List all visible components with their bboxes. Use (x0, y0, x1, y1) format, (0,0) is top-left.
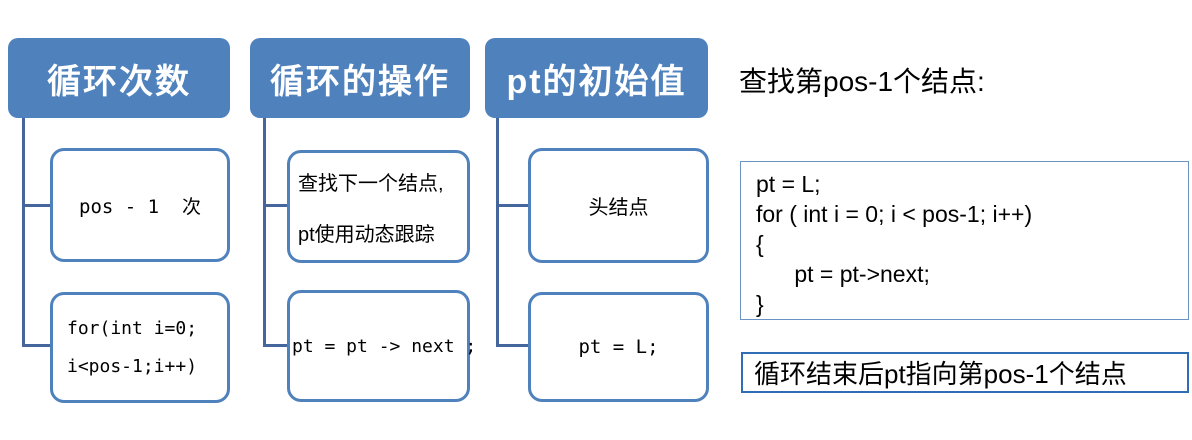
box-text: pos - 1 次 (79, 195, 201, 218)
box-pos-minus-1-times: pos - 1 次 (50, 148, 230, 262)
column-header-loop-operation: 循环的操作 (250, 38, 470, 118)
connector-branch-1-2 (22, 344, 52, 347)
code-line: for ( int i = 0; i < pos-1; i++) (756, 201, 1033, 227)
code-line: } (756, 291, 764, 317)
box-for-loop: for(int i=0; i<pos-1;i++) (50, 292, 230, 403)
column-header-loop-count: 循环次数 (8, 38, 230, 118)
code-line: { (756, 231, 764, 257)
connector-branch-1-1 (22, 204, 52, 207)
box-text-line-2: i<pos-1;i++) (67, 356, 198, 377)
connector-stem-2 (263, 118, 266, 347)
box-pt-next: pt = pt -> next ; (287, 290, 477, 402)
connector-branch-2-1 (263, 204, 289, 207)
box-text: pt = L; (578, 336, 659, 358)
section-title: 查找第pos-1个结点: (739, 66, 985, 97)
code-panel: pt = L; for ( int i = 0; i < pos-1; i++)… (740, 161, 1189, 320)
connector-branch-2-2 (263, 344, 289, 347)
box-text-line-2: pt使用动态跟踪 (298, 223, 435, 246)
box-pt-equals-l: pt = L; (528, 292, 709, 402)
conclusion-box: 循环结束后pt指向第pos-1个结点 (741, 352, 1189, 393)
box-find-next-node: 查找下一个结点, pt使用动态跟踪 (287, 150, 470, 263)
conclusion-text: 循环结束后pt指向第pos-1个结点 (754, 359, 1127, 389)
code-line: pt = L; (756, 171, 821, 197)
box-text-line-1: for(int i=0; (67, 318, 198, 339)
connector-stem-3 (496, 118, 499, 347)
code-line: pt = pt->next; (756, 261, 930, 287)
connector-stem-1 (22, 118, 25, 347)
box-text-line-1: 查找下一个结点, (298, 172, 444, 195)
box-text: pt = pt -> next ; (292, 335, 477, 357)
box-text: 头结点 (588, 197, 649, 219)
connector-branch-3-1 (496, 204, 530, 207)
box-head-node: 头结点 (528, 148, 709, 263)
column-header-pt-initial-value: pt的初始值 (485, 38, 708, 118)
connector-branch-3-2 (496, 344, 530, 347)
